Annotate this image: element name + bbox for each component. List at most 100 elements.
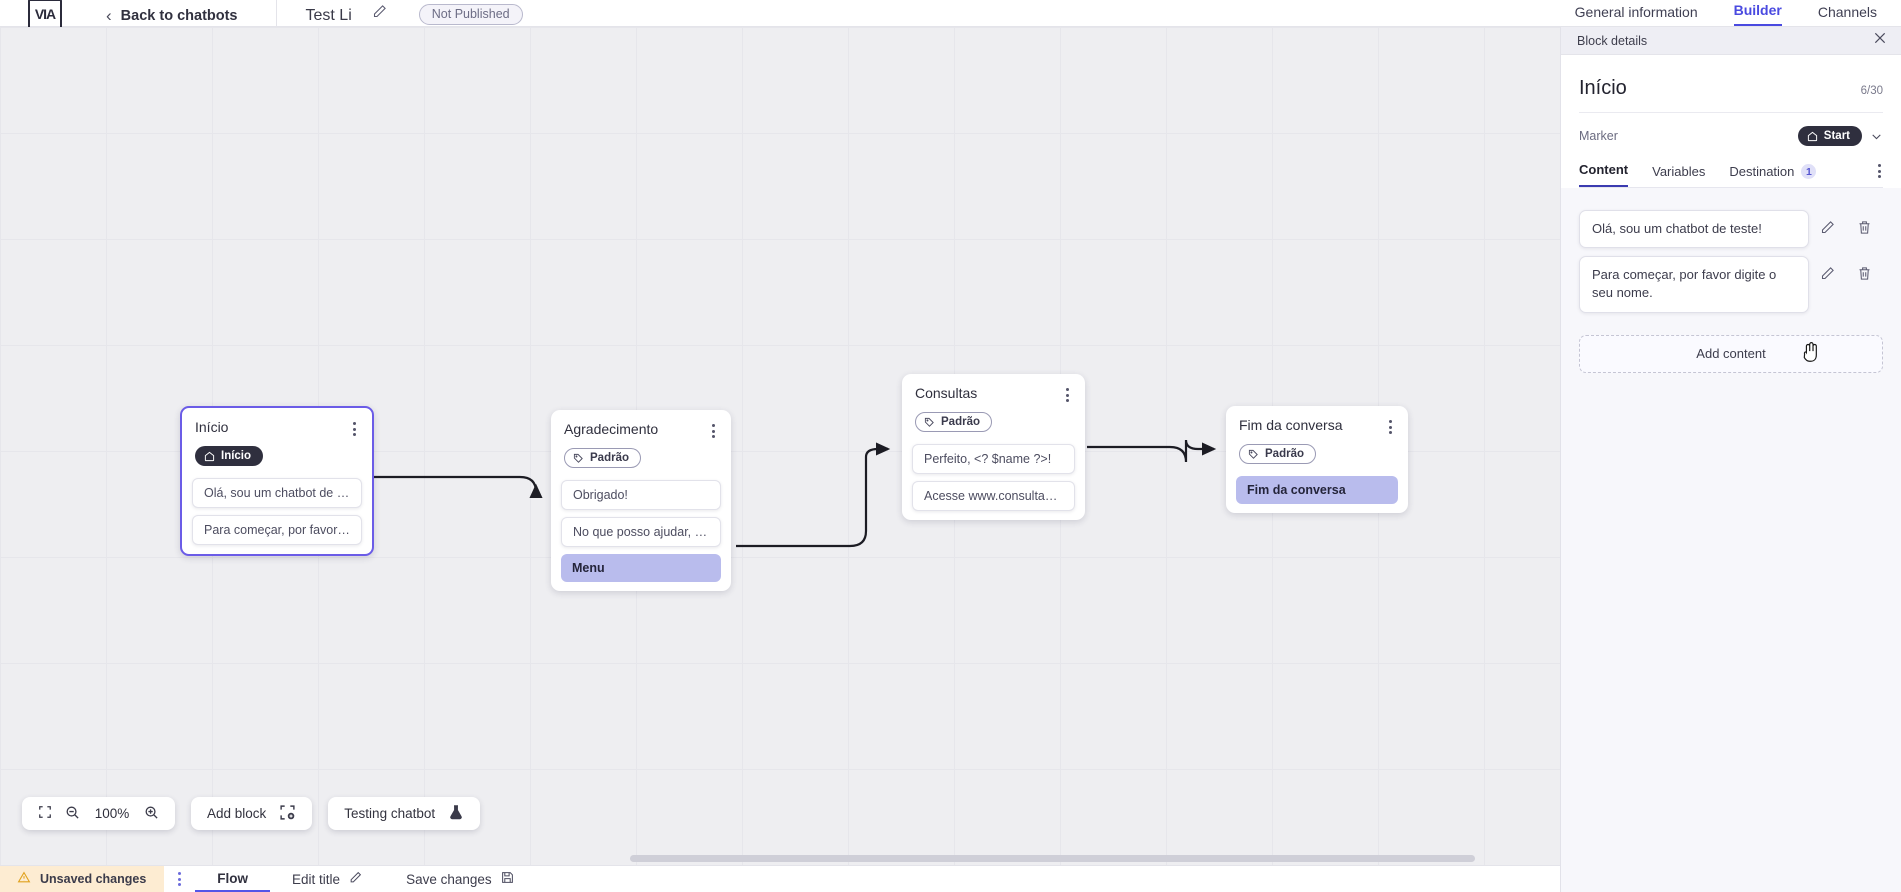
panel-tab-destination[interactable]: Destination 1 bbox=[1729, 164, 1817, 187]
flow-canvas[interactable]: Início Início Olá, sou um chatbot de tes… bbox=[0, 27, 1560, 865]
panel-header: Block details bbox=[1561, 27, 1901, 55]
flow-edges bbox=[373, 439, 1217, 548]
block-details-panel: Block details Início 6/30 Marker Start bbox=[1560, 27, 1901, 892]
trash-icon[interactable] bbox=[1846, 256, 1883, 290]
marker-label: Marker bbox=[1579, 129, 1618, 143]
panel-tab-content[interactable]: Content bbox=[1579, 162, 1629, 187]
node-item[interactable]: Perfeito, <? $name ?>! bbox=[912, 443, 1075, 474]
add-block-icon bbox=[279, 804, 296, 824]
save-changes-button[interactable]: Save changes bbox=[384, 866, 536, 892]
flow-node-inicio[interactable]: Início Início Olá, sou um chatbot de tes… bbox=[180, 406, 374, 556]
statusbar-kebab-menu-icon[interactable] bbox=[164, 866, 195, 892]
node-title: Consultas bbox=[915, 385, 978, 401]
content-list: Olá, sou um chatbot de teste! Para começ… bbox=[1561, 188, 1901, 313]
marker-row: Marker Start bbox=[1579, 113, 1883, 158]
flow-node-consultas[interactable]: Consultas Padrão Perfeito, <? $name ?>! … bbox=[902, 374, 1085, 520]
tab-general-information[interactable]: General information bbox=[1574, 4, 1698, 20]
flow-node-fim-da-conversa[interactable]: Fim da conversa Padrão Fim da conversa bbox=[1226, 406, 1408, 513]
node-marker-chip[interactable]: Padrão bbox=[915, 412, 992, 432]
home-icon bbox=[1807, 131, 1817, 141]
app-logo-glyph: VIA bbox=[34, 6, 56, 22]
node-header: Início bbox=[182, 408, 372, 438]
flow-tab-label: Flow bbox=[217, 870, 249, 886]
node-item-menu[interactable]: Fim da conversa bbox=[1236, 475, 1398, 504]
content-row: Olá, sou um chatbot de teste! bbox=[1579, 210, 1883, 249]
node-title: Fim da conversa bbox=[1239, 417, 1343, 433]
fit-screen-icon[interactable] bbox=[38, 805, 52, 822]
node-kebab-menu-icon[interactable] bbox=[709, 422, 718, 440]
node-chip-row: Padrão bbox=[1226, 436, 1408, 467]
panel-tabs: Content Variables Destination 1 bbox=[1579, 158, 1883, 188]
marker-value-label: Start bbox=[1823, 130, 1850, 142]
canvas-horizontal-scrollbar[interactable] bbox=[630, 855, 1475, 862]
statusbar-tab-flow[interactable]: Flow bbox=[195, 866, 271, 892]
header-tabs: General information Builder Channels bbox=[1575, 2, 1877, 26]
node-header: Agradecimento bbox=[551, 410, 731, 440]
node-item-list: Perfeito, <? $name ?>! Acesse www.consul… bbox=[902, 435, 1085, 511]
pencil-icon[interactable] bbox=[1809, 210, 1846, 244]
node-header: Consultas bbox=[902, 374, 1085, 404]
pencil-icon[interactable] bbox=[1809, 256, 1846, 290]
edit-title-label: Edit title bbox=[292, 871, 341, 887]
panel-tab-destination-label: Destination bbox=[1729, 164, 1795, 179]
add-content-label: Add content bbox=[1696, 346, 1766, 362]
bot-title: Test Li bbox=[305, 7, 352, 24]
zoom-level-value: 100% bbox=[94, 806, 130, 821]
marker-value-chip[interactable]: Start bbox=[1797, 126, 1862, 146]
chevron-down-icon bbox=[1872, 133, 1881, 139]
zoom-controls[interactable]: 100% bbox=[22, 797, 175, 830]
node-item[interactable]: Acesse www.consultas.com par... bbox=[912, 480, 1075, 511]
zoom-out-icon[interactable] bbox=[65, 805, 80, 823]
pencil-icon[interactable] bbox=[372, 4, 387, 26]
node-kebab-menu-icon[interactable] bbox=[1063, 386, 1072, 404]
unsaved-changes-label: Unsaved changes bbox=[40, 872, 147, 886]
edit-title-button[interactable]: Edit title bbox=[270, 866, 384, 892]
save-changes-label: Save changes bbox=[406, 871, 492, 887]
back-to-chatbots-button[interactable]: ‹ Back to chatbots bbox=[106, 7, 238, 26]
add-block-button[interactable]: Add block bbox=[191, 797, 313, 830]
block-title: Início bbox=[1579, 77, 1627, 99]
add-content-button[interactable]: Add content bbox=[1579, 334, 1883, 373]
flow-node-agradecimento[interactable]: Agradecimento Padrão Obrigado! No que po… bbox=[551, 410, 731, 591]
node-item[interactable]: Para começar, por favor digite o ... bbox=[192, 514, 362, 545]
testing-chatbot-label: Testing chatbot bbox=[344, 806, 436, 821]
node-header: Fim da conversa bbox=[1226, 406, 1408, 436]
node-kebab-menu-icon[interactable] bbox=[350, 420, 359, 438]
close-icon[interactable] bbox=[1873, 31, 1887, 50]
back-to-chatbots-label: Back to chatbots bbox=[120, 7, 238, 24]
zoom-in-icon[interactable] bbox=[144, 805, 159, 823]
content-text[interactable]: Para começar, por favor digite o seu nom… bbox=[1579, 256, 1809, 313]
trash-icon[interactable] bbox=[1846, 210, 1883, 244]
tab-channels[interactable]: Channels bbox=[1817, 4, 1877, 20]
node-title: Início bbox=[195, 419, 229, 435]
testing-chatbot-button[interactable]: Testing chatbot bbox=[328, 797, 481, 830]
node-item-list: Olá, sou um chatbot de teste! Para começ… bbox=[182, 469, 372, 545]
node-item-list: Obrigado! No que posso ajudar, <? $name … bbox=[551, 471, 731, 582]
node-item-menu[interactable]: Menu bbox=[561, 553, 721, 582]
marker-select[interactable]: Start bbox=[1797, 126, 1883, 146]
node-marker-chip[interactable]: Padrão bbox=[564, 448, 641, 468]
header-divider bbox=[275, 0, 277, 27]
node-item[interactable]: No que posso ajudar, <? $name ... bbox=[561, 516, 721, 547]
node-item[interactable]: Obrigado! bbox=[561, 479, 721, 510]
chevron-left-icon: ‹ bbox=[106, 6, 112, 25]
panel-tab-variables[interactable]: Variables bbox=[1652, 164, 1705, 187]
app-logo-icon[interactable]: VIA bbox=[28, 0, 62, 29]
node-kebab-menu-icon[interactable] bbox=[1386, 418, 1395, 436]
node-title: Agradecimento bbox=[564, 421, 659, 437]
panel-tab-variables-label: Variables bbox=[1652, 164, 1706, 179]
warning-triangle-icon bbox=[17, 871, 31, 887]
tag-icon bbox=[1248, 449, 1258, 459]
panel-body: Início 6/30 Marker Start Content bbox=[1561, 55, 1901, 188]
canvas-toolbar: 100% Add block Testing bbox=[22, 797, 481, 830]
node-marker-chip[interactable]: Padrão bbox=[1239, 444, 1316, 464]
panel-tabs-kebab-menu-icon[interactable] bbox=[1876, 164, 1883, 187]
tag-icon bbox=[924, 417, 934, 427]
tab-builder[interactable]: Builder bbox=[1733, 2, 1782, 26]
content-text[interactable]: Olá, sou um chatbot de teste! bbox=[1579, 210, 1809, 249]
node-item[interactable]: Olá, sou um chatbot de teste! bbox=[192, 477, 362, 508]
node-marker-chip[interactable]: Início bbox=[195, 446, 264, 466]
node-chip-row: Início bbox=[182, 438, 372, 469]
block-title-row: Início 6/30 bbox=[1579, 55, 1883, 113]
